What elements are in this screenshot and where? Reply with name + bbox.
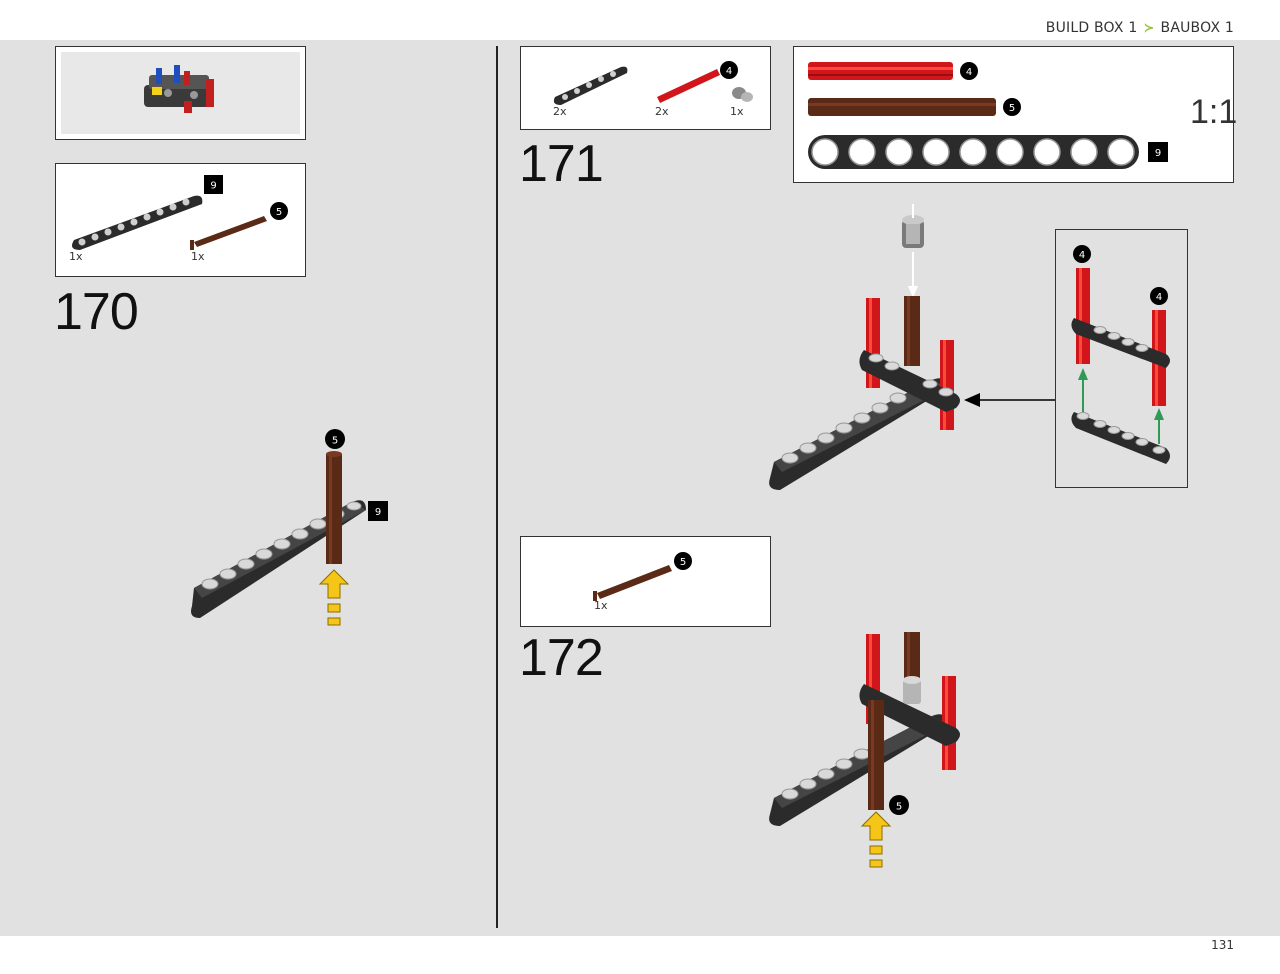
axle-5-icon	[190, 216, 267, 250]
step-number-171: 171	[519, 135, 604, 193]
step-171-parts-box: 4 2x 2x 1x	[520, 46, 771, 130]
sub-callout-4b: 4	[1156, 292, 1162, 303]
breadcrumb: BUILD BOX 1 ≻ BAUBOX 1	[1046, 20, 1234, 36]
step-170-parts-illustration: 9 5	[72, 175, 288, 250]
qty-axle-red: 2x	[655, 105, 669, 118]
footer-bar	[0, 936, 1280, 974]
callout-5: 5	[332, 436, 338, 447]
step-number-170: 170	[54, 283, 139, 341]
subassembly-illustration: 4 4	[1071, 245, 1170, 464]
step-172-assembly-illustration: 5	[769, 632, 960, 868]
build-box-label: BUILD BOX 1	[1045, 20, 1138, 36]
column-divider	[496, 46, 498, 928]
header-bar	[0, 0, 1280, 40]
bush-icon	[732, 87, 753, 102]
label-9: 9	[210, 181, 216, 192]
scale-guide-box: 4 5 9 1:1	[793, 46, 1238, 183]
scale-label-5: 5	[1009, 103, 1015, 114]
model-overview-box	[55, 46, 306, 140]
axle-4-red-icon	[657, 69, 720, 103]
step-170-parts-box: 9 5 1x 1x	[55, 163, 306, 277]
axle-5-icon	[593, 565, 672, 601]
chevron-right-icon: ≻	[1143, 20, 1155, 36]
qty-bush: 1x	[730, 105, 744, 118]
model-overview-illustration	[144, 65, 214, 113]
bush-part	[902, 215, 924, 248]
callout-9: 9	[375, 507, 381, 518]
liftarm-small-icon	[553, 66, 628, 105]
callout-5: 5	[896, 802, 902, 813]
step-number-172: 172	[519, 629, 604, 687]
step-170-assembly-illustration: 5 9	[191, 429, 388, 626]
step-171-parts-illustration: 4	[553, 61, 753, 105]
scale-guide-illustration: 4 5 9	[808, 62, 1168, 169]
qty-axle-5: 1x	[191, 250, 205, 263]
step-172-parts-box: 5 1x	[520, 536, 771, 627]
scale-label-4: 4	[966, 67, 972, 78]
baubox-label: BAUBOX 1	[1160, 20, 1234, 36]
subassembly-box: 4 4	[1055, 229, 1188, 488]
label-4: 4	[726, 66, 732, 77]
label-5: 5	[276, 207, 282, 218]
scale-label-9: 9	[1155, 148, 1161, 159]
sub-callout-4a: 4	[1079, 250, 1085, 261]
step-171-assembly-illustration	[769, 204, 1056, 490]
liftarm-9-icon	[72, 195, 203, 250]
qty-liftarm: 2x	[553, 105, 567, 118]
page-number: 131	[1211, 938, 1234, 952]
qty-axle-5: 1x	[594, 599, 608, 612]
step-172-parts-illustration: 5	[593, 552, 692, 601]
qty-liftarm-9: 1x	[69, 250, 83, 263]
label-5: 5	[680, 557, 686, 568]
scale-ratio: 1:1	[1190, 93, 1238, 131]
